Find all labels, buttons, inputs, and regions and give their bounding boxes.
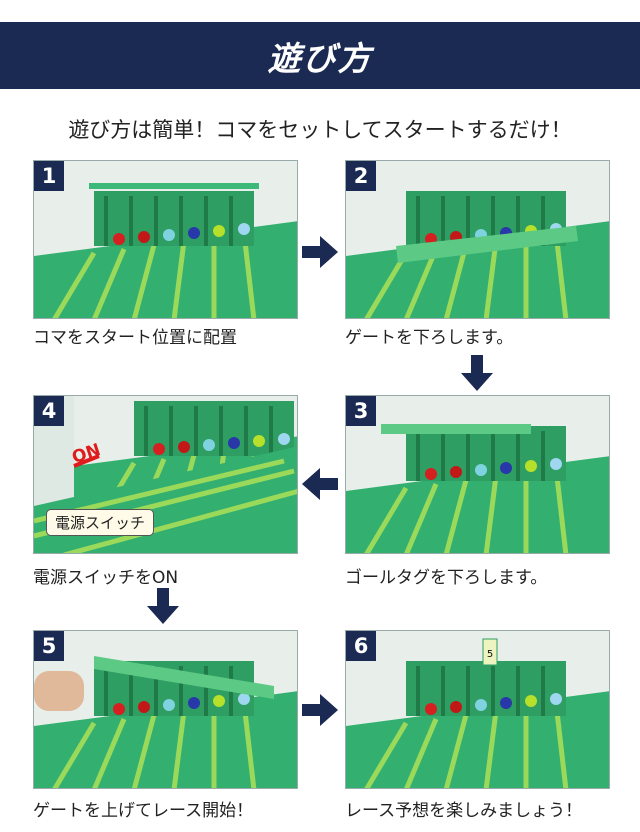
- step-1-photo: [34, 161, 298, 319]
- power-switch-callout: 電源スイッチ: [46, 509, 155, 536]
- step-4-caption: 電源スイッチをON: [33, 568, 179, 588]
- step-number: 5: [34, 631, 64, 661]
- step-6-photo: 5: [346, 631, 610, 789]
- step-5-photo: [34, 631, 298, 789]
- step-number: 2: [346, 161, 376, 191]
- step-2-panel: 2: [345, 160, 610, 319]
- header-banner: 遊び方: [0, 22, 640, 89]
- step-6-panel: 5 6: [345, 630, 610, 789]
- goal-tag-number: 5: [487, 649, 493, 660]
- step-4-panel: ON 電源スイッチ 4: [33, 395, 298, 554]
- step-6-caption: レース予想を楽しみましょう！: [345, 801, 583, 821]
- step-3-panel: 3: [345, 395, 610, 554]
- step-3-caption: ゴールタグを下ろします。: [345, 568, 548, 588]
- step-number: 1: [34, 161, 64, 191]
- subtitle: 遊び方は簡単！コマをセットしてスタートするだけ！: [68, 118, 572, 142]
- step-2-photo: [346, 161, 610, 319]
- step-3-photo: [346, 396, 610, 554]
- arrow-left-icon: [302, 468, 338, 500]
- arrow-right-icon: [302, 236, 338, 268]
- page-title: 遊び方: [267, 38, 373, 78]
- step-number: 4: [34, 396, 64, 426]
- step-5-panel: 5: [33, 630, 298, 789]
- step-2-caption: ゲートを下ろします。: [345, 328, 514, 348]
- step-1-caption: コマをスタート位置に配置: [33, 328, 237, 348]
- arrow-right-icon: [302, 694, 338, 726]
- step-number: 6: [346, 631, 376, 661]
- arrow-down-icon: [461, 355, 493, 391]
- step-number: 3: [346, 396, 376, 426]
- step-1-panel: 1: [33, 160, 298, 319]
- step-5-caption: ゲートを上げてレース開始！: [33, 801, 254, 821]
- arrow-down-icon: [147, 588, 179, 624]
